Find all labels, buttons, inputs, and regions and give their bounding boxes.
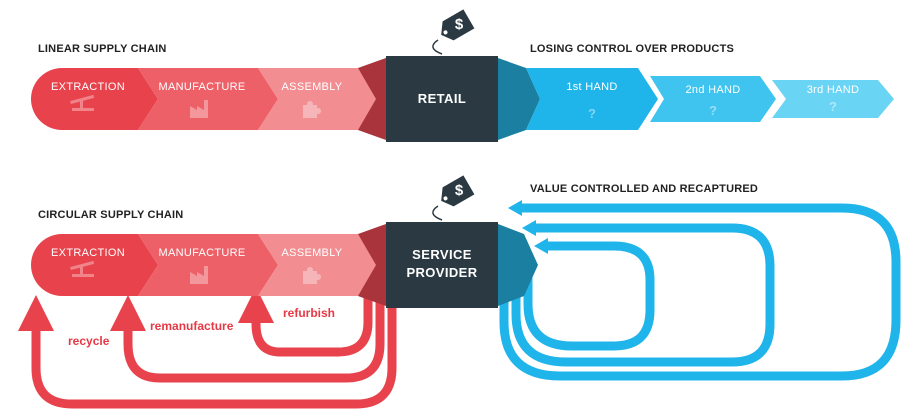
cycle-1-num: 1st	[582, 278, 599, 290]
cycle-2-num: 2nd	[702, 278, 722, 290]
price-tag-symbol: $	[455, 16, 464, 33]
linear-stage-manufacture	[138, 68, 278, 130]
cycle-2-label: USE CYCLE	[679, 292, 745, 304]
linear-stage-manufacture-label: MANUFACTURE	[158, 81, 245, 93]
return-arrow-icon	[110, 264, 385, 383]
puzzle-icon	[303, 101, 321, 118]
oil-pump-icon	[70, 260, 95, 277]
circular-stage-extraction	[31, 234, 158, 296]
linear-stages	[31, 58, 386, 140]
price-tag-symbol: $	[455, 182, 464, 199]
hand-3-label: 3rd HAND	[807, 84, 860, 96]
hand-2-label: 2nd HAND	[686, 84, 741, 96]
oil-pump-icon	[70, 94, 95, 111]
price-tag-icon: $	[432, 175, 475, 221]
question-mark-icon: ?	[829, 99, 837, 114]
loop-label-refurbish: refurbish	[283, 306, 335, 320]
retail-hub	[386, 56, 498, 142]
use-cycle-loop-3	[499, 203, 901, 381]
circular-stage-assembly	[258, 234, 378, 296]
question-mark-icon: ?	[709, 103, 717, 118]
question-mark-icon: ?	[588, 106, 596, 121]
loop-label-remanufacture: remanufacture	[150, 319, 234, 333]
hand-2	[650, 76, 776, 122]
hand-3	[772, 80, 894, 118]
linear-funnel-left	[358, 58, 386, 140]
service-provider-hub	[386, 222, 498, 308]
hand-1	[526, 68, 658, 130]
service-provider-line1: SERVICE	[412, 247, 472, 262]
retail-hub-label: RETAIL	[418, 91, 466, 106]
linear-stage-assembly-label: ASSEMBLY	[282, 81, 343, 93]
circular-funnel-left	[358, 224, 386, 306]
blue-arrowheads	[508, 200, 548, 254]
return-arrow-icon	[238, 264, 373, 357]
return-arrow-icon	[534, 238, 548, 254]
linear-stage-extraction	[31, 68, 158, 130]
puzzle-icon	[303, 267, 321, 284]
linear-stage-extraction-label: EXTRACTION	[51, 81, 125, 93]
use-cycle-loop-2	[511, 223, 775, 367]
service-provider-line2: PROVIDER	[406, 265, 477, 280]
return-arrow-icon	[18, 264, 397, 409]
circular-right-title: VALUE CONTROLLED AND RECAPTURED	[530, 183, 758, 195]
red-return-loops	[18, 264, 397, 409]
loop-label-recycle: recycle	[68, 334, 110, 348]
cycle-1-label: USE CYCLE	[557, 292, 623, 304]
circular-stages	[31, 224, 386, 306]
return-arrow-icon	[522, 220, 536, 236]
return-arrow-icon	[508, 200, 522, 216]
linear-stage-assembly	[258, 68, 378, 130]
linear-funnel-right	[498, 58, 540, 140]
hand-1-label: 1st HAND	[566, 81, 617, 93]
circular-stage-manufacture-label: MANUFACTURE	[158, 247, 245, 259]
linear-right-title: LOSING CONTROL OVER PRODUCTS	[530, 43, 734, 55]
circular-stage-assembly-label: ASSEMBLY	[282, 247, 343, 259]
cycle-3-num: 3rd	[821, 278, 839, 290]
circular-stage-extraction-label: EXTRACTION	[51, 247, 125, 259]
cycle-3-label: USE CYCLE	[797, 292, 863, 304]
circular-chain-title: CIRCULAR SUPPLY CHAIN	[38, 209, 183, 221]
blue-use-cycle-loops	[499, 203, 901, 381]
price-tag-icon: $	[432, 9, 475, 55]
use-cycle-loop-1	[523, 241, 655, 351]
factory-icon	[190, 100, 208, 118]
factory-icon	[190, 266, 208, 284]
circular-stage-manufacture	[138, 234, 278, 296]
linear-chain-title: LINEAR SUPPLY CHAIN	[38, 43, 167, 55]
circular-funnel-right	[498, 224, 538, 306]
